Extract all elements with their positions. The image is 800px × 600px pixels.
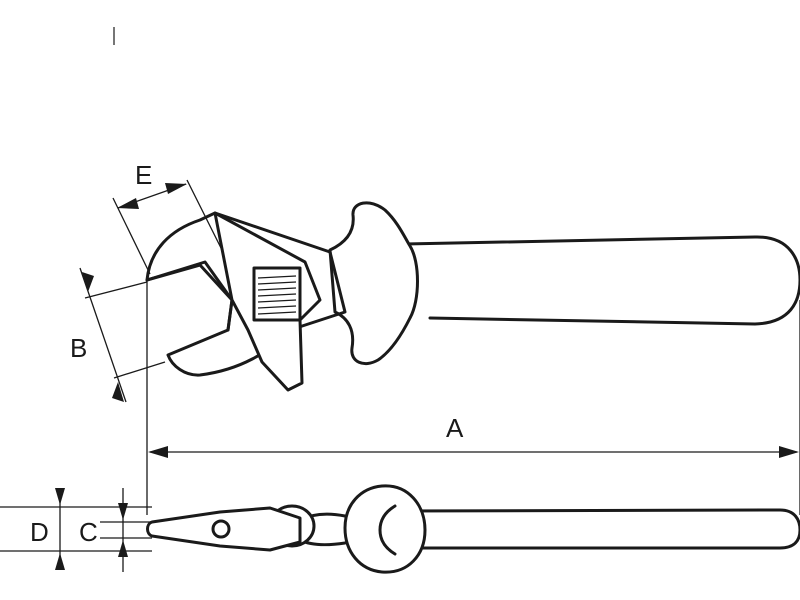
- label-c: C: [79, 517, 98, 547]
- top-handle: [393, 508, 800, 550]
- wrench-side-view: [145, 201, 800, 392]
- top-guard-inner: [378, 504, 397, 556]
- worm-screw-threads: [257, 275, 297, 315]
- top-guard: [343, 484, 427, 574]
- dimension-d: [0, 488, 152, 570]
- label-b: B: [70, 333, 87, 363]
- label-a: A: [446, 413, 464, 443]
- dimension-a: [146, 280, 800, 515]
- wrench-top-view: [146, 484, 800, 574]
- dimension-b: [79, 267, 166, 403]
- handle-guard: [328, 201, 419, 365]
- jaw-mouth: [145, 260, 234, 332]
- handle: [403, 235, 800, 326]
- top-rivet: [211, 519, 231, 539]
- label-d: D: [30, 517, 49, 547]
- label-e: E: [135, 160, 152, 190]
- top-jaw: [146, 506, 302, 552]
- dimension-c: [100, 488, 152, 572]
- dimension-e: [112, 179, 223, 275]
